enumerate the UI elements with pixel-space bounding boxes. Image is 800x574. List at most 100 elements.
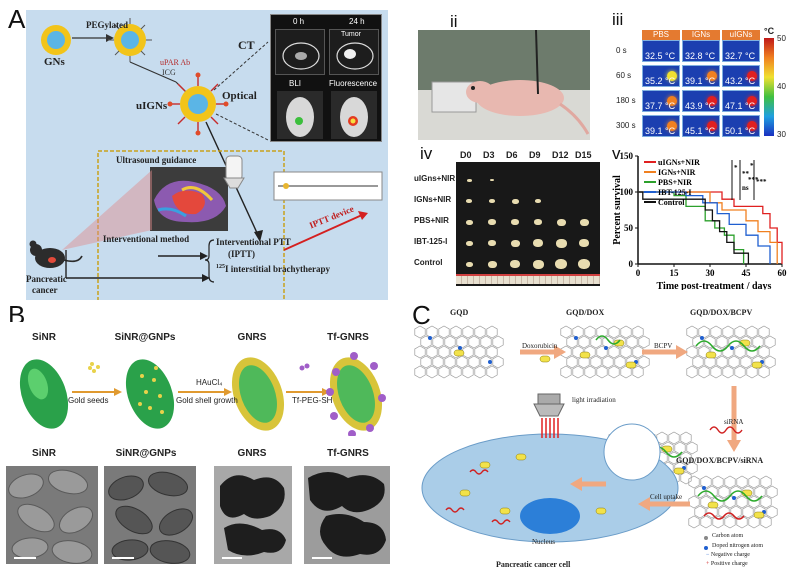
thermal-temp: 43.9 °C <box>685 101 716 111</box>
gold-seeds-icon <box>88 362 100 373</box>
survival-curve <box>638 191 783 264</box>
bcpv-label: BCPV <box>654 342 673 350</box>
colorbar-tick-40: 40 <box>777 82 786 91</box>
panel-a-svg <box>29 18 383 302</box>
thermal-cell: 43.2 °C <box>722 65 760 87</box>
thermal-col-header: uIGNs <box>722 30 760 40</box>
cancer-label: cancer <box>32 285 58 295</box>
legend-label: IBT-125-I <box>658 188 692 197</box>
tumor-specimen <box>466 199 472 203</box>
tem-label-tf-gnrs: Tf-GNRS <box>327 448 369 459</box>
positive-charge-text: Positive charge <box>710 561 748 567</box>
thermal-colorbar <box>764 38 774 136</box>
ultrasound-probe <box>223 155 245 189</box>
thermal-temp: 43.2 °C <box>725 76 756 86</box>
graphene-sheet-final <box>688 475 778 529</box>
ct-time-24h: 24 h <box>349 17 365 26</box>
panel-iv-label: iv <box>420 144 433 163</box>
gns-label: GNs <box>44 56 65 68</box>
thermal-hotspot <box>707 71 717 81</box>
tumor-specimen <box>534 219 542 225</box>
interventional-ptt-label: Interventional PTT <box>216 237 291 247</box>
panel-iii-label: iii <box>612 10 624 29</box>
thermal-temp: 37.7 °C <box>645 101 676 111</box>
arrow-label-haucl4: HAuCl₄ <box>196 378 223 387</box>
pegylated-label: PEGylated <box>86 20 128 30</box>
x-axis-label: Time post-treatment / days <box>657 281 772 290</box>
day-label: D15 <box>575 150 592 160</box>
tf-peg-sh-icon <box>299 363 310 371</box>
thermal-cell: 47.1 °C <box>722 90 760 112</box>
tumor-specimen <box>510 239 520 247</box>
x-tick-label: 60 <box>778 268 788 278</box>
upar-ab-label: uPAR Ab <box>160 58 191 67</box>
fluorescence-label: Fluorescence <box>329 79 378 88</box>
thermal-col-header: IGNs <box>682 30 720 40</box>
final-complex-label: GQD/DOX/BCPV/siRNA <box>676 456 764 465</box>
gqd-label: GQD <box>450 308 469 317</box>
tem-label-sinr-gnps: SiNR@GNPs <box>115 448 177 459</box>
fluorescence-mouse-image <box>331 91 377 139</box>
survival-curve <box>638 191 778 264</box>
tumor-specimen <box>555 259 567 269</box>
thermal-cell: 43.9 °C <box>682 90 720 112</box>
thermal-temp: 50.1 °C <box>725 126 756 136</box>
pancreas-illustration <box>150 167 228 231</box>
thermal-hotspot <box>747 71 757 81</box>
tumor-specimen <box>511 219 519 225</box>
x-tick-label: 30 <box>706 268 716 278</box>
thermal-temp: 39.1 °C <box>685 76 716 86</box>
day-label: D6 <box>506 150 518 160</box>
panel-ii-label: ii <box>450 12 458 31</box>
significance-mark: ** <box>742 170 750 178</box>
thermal-cell: 37.7 °C <box>642 90 680 112</box>
pancreatic-label: Pancreatic <box>26 274 67 284</box>
panel-b-synthesis-svg <box>19 352 386 436</box>
tumor-specimen <box>532 259 544 269</box>
stage-label-gnrs: GNRS <box>237 332 267 343</box>
arrow-label-tf-peg-sh: Tf-PEG-SH <box>292 396 333 405</box>
tumor-specimen <box>579 239 589 247</box>
thermal-cell: 32.8 °C <box>682 40 720 62</box>
icg-label: ICG <box>162 68 176 77</box>
mouse-photo <box>418 30 590 140</box>
interventional-method-label: Interventional method <box>102 234 190 244</box>
legend-label: PBS+NIR <box>658 178 692 187</box>
tumor-specimen <box>535 199 541 203</box>
thermal-cell: 39.1 °C <box>642 115 680 137</box>
x-tick-label: 15 <box>670 268 680 278</box>
thermal-temp: 39.1 °C <box>645 126 676 136</box>
gqd-dox-bcpv-label: GQD/DOX/BCPV <box>690 308 753 317</box>
y-tick-label: 100 <box>620 187 634 197</box>
day-label: D0 <box>460 150 472 160</box>
thermal-hotspot <box>707 121 717 131</box>
tumor-specimen <box>490 179 494 181</box>
legend-label: Control <box>658 198 685 207</box>
brachy-superscript: 125 <box>216 264 225 270</box>
thermal-cell: 32.5 °C <box>642 40 680 62</box>
tem-image-sinr <box>6 466 98 564</box>
tumor-specimen <box>487 260 497 268</box>
significance-mark: *** <box>756 178 767 186</box>
bli-label: BLI <box>289 79 302 88</box>
significance-mark: * <box>734 164 738 172</box>
y-tick-label: 50 <box>624 223 634 233</box>
uigns-label: uIGNs <box>136 100 168 112</box>
tumor-specimen <box>555 238 567 248</box>
gnrs-rod <box>231 357 285 431</box>
tumor-specimen <box>489 199 495 203</box>
thermal-col-header: PBS <box>642 30 680 40</box>
thermal-hotspot <box>747 121 757 131</box>
ct-imaging-inset: 0 h 24 h Tumor BLI Fluorescence <box>270 14 382 142</box>
thermal-temp: 32.5 °C <box>645 51 676 61</box>
panel-c-letter: C <box>412 300 431 330</box>
iptt-label: (IPTT) <box>228 249 255 259</box>
uigns-particle <box>167 72 229 136</box>
tem-image-gnrs <box>214 466 292 564</box>
tumor-specimen <box>488 240 496 246</box>
y-axis-label: Percent survival <box>612 175 623 245</box>
legend-label: IGNs+NIR <box>658 168 696 177</box>
arrow-label-gold-seeds: Gold seeds <box>68 396 109 405</box>
